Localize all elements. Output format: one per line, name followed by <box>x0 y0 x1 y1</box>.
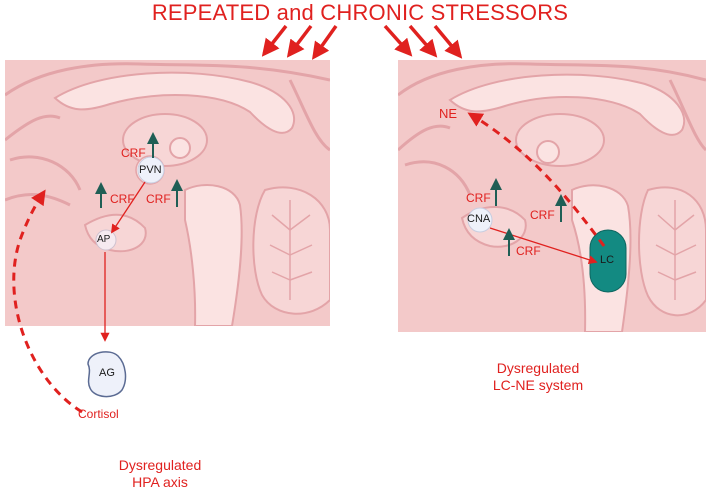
right-brain-illustration <box>398 60 706 332</box>
stress-arrow-icon <box>286 24 313 58</box>
stress-arrows-right <box>383 24 463 59</box>
pvn-node <box>137 156 165 184</box>
ne-label: NE <box>439 106 458 121</box>
hpa-caption-line1: Dysregulated <box>118 457 202 473</box>
ap-label: AP <box>97 234 111 245</box>
crf-label-right: CRF <box>146 192 171 206</box>
crf-label-top: CRF <box>121 146 146 160</box>
adrenal-gland-shape <box>87 351 127 398</box>
figure-title: REPEATED and CHRONIC STRESSORS <box>151 0 569 25</box>
stress-arrow-icon <box>261 24 288 57</box>
hpa-caption-line2: HPA axis <box>132 474 188 490</box>
left-up-arrows <box>95 132 183 208</box>
lcne-caption-line1: Dysregulated <box>496 360 580 376</box>
cna-label: CNA <box>467 213 491 225</box>
right-up-arrows <box>490 178 567 256</box>
crf-label-upper: CRF <box>466 191 491 205</box>
ag-label: AG <box>99 367 115 379</box>
crf-label-mid: CRF <box>530 208 555 222</box>
lc-label: LC <box>600 254 615 266</box>
stress-arrows-left <box>261 24 338 60</box>
pvn-label: PVN <box>139 164 162 176</box>
pvn-to-ap-arrow <box>110 181 146 234</box>
cortisol-feedback-arrow <box>12 189 83 414</box>
cna-node <box>467 207 493 233</box>
stress-arrow-icon <box>383 24 413 57</box>
stress-arrow-icon <box>311 24 338 60</box>
lcne-caption-line2: LC-NE system <box>492 377 584 393</box>
lc-to-ne-arrow <box>467 112 606 247</box>
crf-label-lower: CRF <box>516 244 541 258</box>
stress-arrow-icon <box>408 24 438 58</box>
stress-arrow-icon <box>433 24 463 59</box>
ap-node <box>95 229 117 251</box>
crf-label-left: CRF <box>110 192 135 206</box>
cortisol-label: Cortisol <box>78 407 119 421</box>
